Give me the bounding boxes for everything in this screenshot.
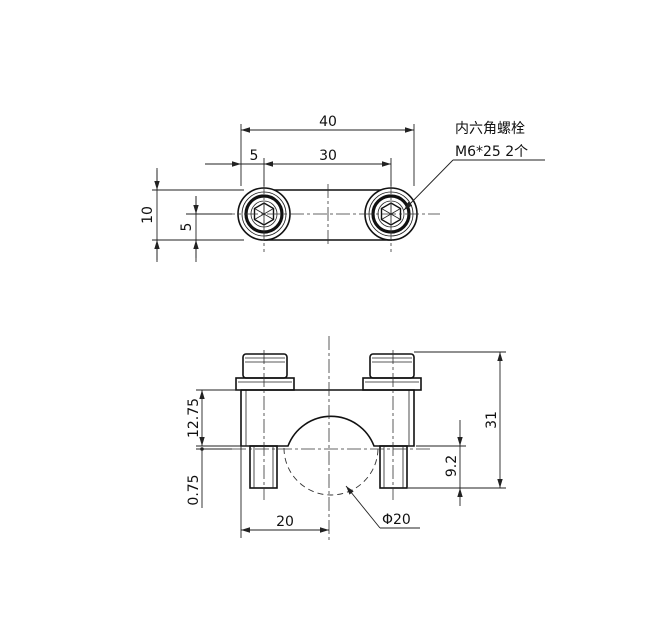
top-view: 40 5 30 10 5 内六角螺栓 M6*25 2个 (140, 114, 545, 262)
callout-bolt-spec: M6*25 2个 (455, 144, 528, 160)
bolt-head-front-left (235, 353, 295, 391)
dim-gap: 0.75 (186, 474, 202, 505)
dim-edge-offset: 5 (250, 148, 259, 164)
dim-body-height: 12.75 (186, 398, 202, 438)
dim-bolt-length: 9.2 (444, 455, 460, 477)
dim-bolt-spacing: 30 (319, 148, 337, 164)
dim-overall-width: 40 (319, 114, 337, 130)
dim-bore-diameter: Φ20 (382, 512, 411, 528)
bolt-head-front-right (362, 353, 422, 391)
dim-overall-height: 31 (484, 411, 500, 429)
dim-half-width: 20 (276, 514, 294, 530)
dim-height: 10 (140, 206, 156, 224)
bolt-thread-right (379, 445, 408, 489)
bolt-thread-left (249, 445, 278, 489)
front-view: 31 9.2 12.75 0.75 20 Φ20 (186, 336, 506, 540)
callout-bolt-name: 内六角螺栓 (455, 121, 525, 137)
dim-half-height: 5 (179, 223, 195, 232)
